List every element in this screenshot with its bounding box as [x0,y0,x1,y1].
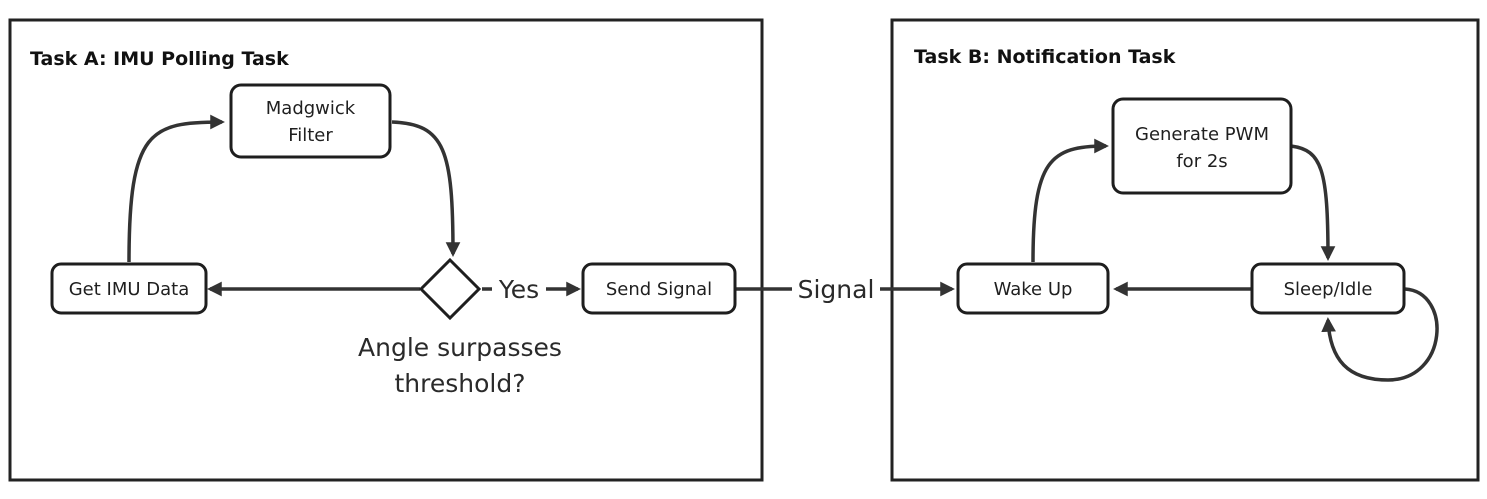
node-get-imu-data: Get IMU Data [50,262,208,315]
edge-sleep-self-loop [1321,287,1439,382]
node-sleep-idle: Sleep/Idle [1250,262,1406,315]
decision-label-line2: threshold? [394,369,525,398]
task-b-panel: Task B: Notification Task [890,18,1480,482]
madgwick-filter-label-line1: Madgwick [266,98,356,119]
task-b-frame [890,18,1480,482]
decision-diamond [418,257,482,321]
node-decision: Angle surpasses threshold? [358,257,562,398]
signal-label: Signal [798,275,875,304]
wake-up-label: Wake Up [994,279,1073,300]
yes-label: Yes [498,275,539,304]
node-madgwick-filter: Madgwick Filter [229,83,392,159]
generate-pwm-box [1111,97,1293,195]
generate-pwm-label-line2: for 2s [1176,151,1227,172]
node-wake-up: Wake Up [956,262,1110,315]
sleep-idle-label: Sleep/Idle [1284,279,1373,300]
task-a-title: Task A: IMU Polling Task [30,48,289,70]
edge-wake-up-to-pwm [1031,138,1109,263]
wake-up-box [956,262,1110,315]
node-send-signal: Send Signal [581,262,737,315]
generate-pwm-label-line1: Generate PWM [1135,124,1269,145]
decision-label-line1: Angle surpasses [358,333,562,362]
get-imu-data-label: Get IMU Data [69,279,190,300]
madgwick-filter-label-line2: Filter [288,125,333,146]
edge-madgwick-to-decision [391,120,461,257]
send-signal-box [581,262,737,315]
sleep-idle-box [1250,262,1406,315]
edge-get-imu-to-madgwick [127,114,225,263]
send-signal-label: Send Signal [606,279,712,300]
madgwick-filter-box [229,83,392,159]
task-b-title: Task B: Notification Task [914,46,1176,68]
node-generate-pwm: Generate PWM for 2s [1111,97,1293,195]
edges [127,114,1439,382]
get-imu-data-box [50,262,208,315]
edge-pwm-to-sleep [1290,144,1336,261]
